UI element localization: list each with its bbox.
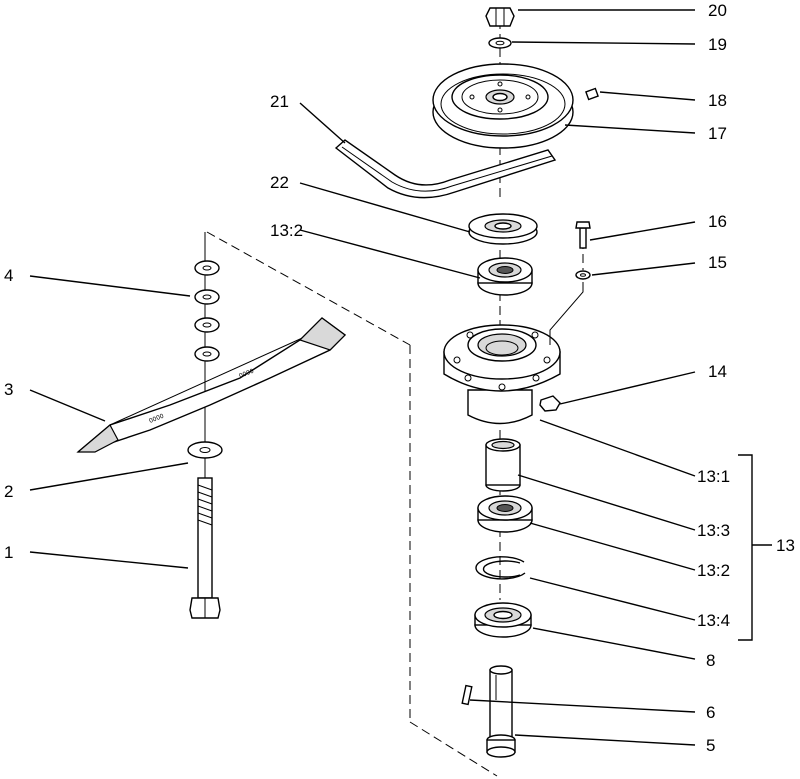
upper-bearing xyxy=(477,257,533,296)
washer-stack xyxy=(194,260,220,362)
callout-22: 22 xyxy=(270,173,289,192)
spindle-shaft xyxy=(461,665,516,758)
spindle-washer xyxy=(488,37,512,49)
callout-16: 16 xyxy=(708,212,727,231)
callout-13: 13 xyxy=(776,536,795,555)
spindle-housing xyxy=(443,324,561,425)
callout-14: 14 xyxy=(708,362,727,381)
pulley xyxy=(432,63,574,149)
housing-nut xyxy=(539,395,561,412)
callout-6: 6 xyxy=(706,703,715,722)
mower-blade: 0000 0000 xyxy=(76,317,347,453)
callout-19: 19 xyxy=(708,35,727,54)
callout-15: 15 xyxy=(708,253,727,272)
callout-21: 21 xyxy=(270,92,289,111)
callout-3: 3 xyxy=(4,380,13,399)
seal xyxy=(474,602,532,638)
spindle-nut xyxy=(485,7,515,27)
blade-washer xyxy=(187,441,223,459)
spindle-assembly xyxy=(334,7,599,758)
callout-17: 17 xyxy=(708,124,727,143)
callout-18: 18 xyxy=(708,91,727,110)
callout-5: 5 xyxy=(706,736,715,755)
blade-bolt-stack: 0000 0000 xyxy=(76,232,347,619)
leader-lines xyxy=(29,9,772,746)
drive-belt xyxy=(334,139,557,199)
callout-13-2-upper: 13:2 xyxy=(270,221,303,240)
callout-13-1: 13:1 xyxy=(697,467,730,486)
callout-labels: 1 2 3 4 5 6 8 13 13:1 13:2 13:2 13:3 13:… xyxy=(4,1,795,755)
snap-ring xyxy=(475,556,526,580)
callout-13-4: 13:4 xyxy=(697,611,730,630)
callout-13-3: 13:3 xyxy=(697,521,730,540)
callout-4: 4 xyxy=(4,266,13,285)
blade-bolt xyxy=(189,477,221,619)
callout-2: 2 xyxy=(4,482,13,501)
spacer xyxy=(468,213,538,245)
callout-13-2-lower: 13:2 xyxy=(697,561,730,580)
set-screw xyxy=(585,87,599,101)
bearing-spacer-sleeve xyxy=(485,438,521,492)
callout-8: 8 xyxy=(706,651,715,670)
grease-fitting-bolt xyxy=(549,221,591,345)
callout-1: 1 xyxy=(4,543,13,562)
lower-bearing xyxy=(477,495,533,533)
callout-20: 20 xyxy=(708,1,727,20)
